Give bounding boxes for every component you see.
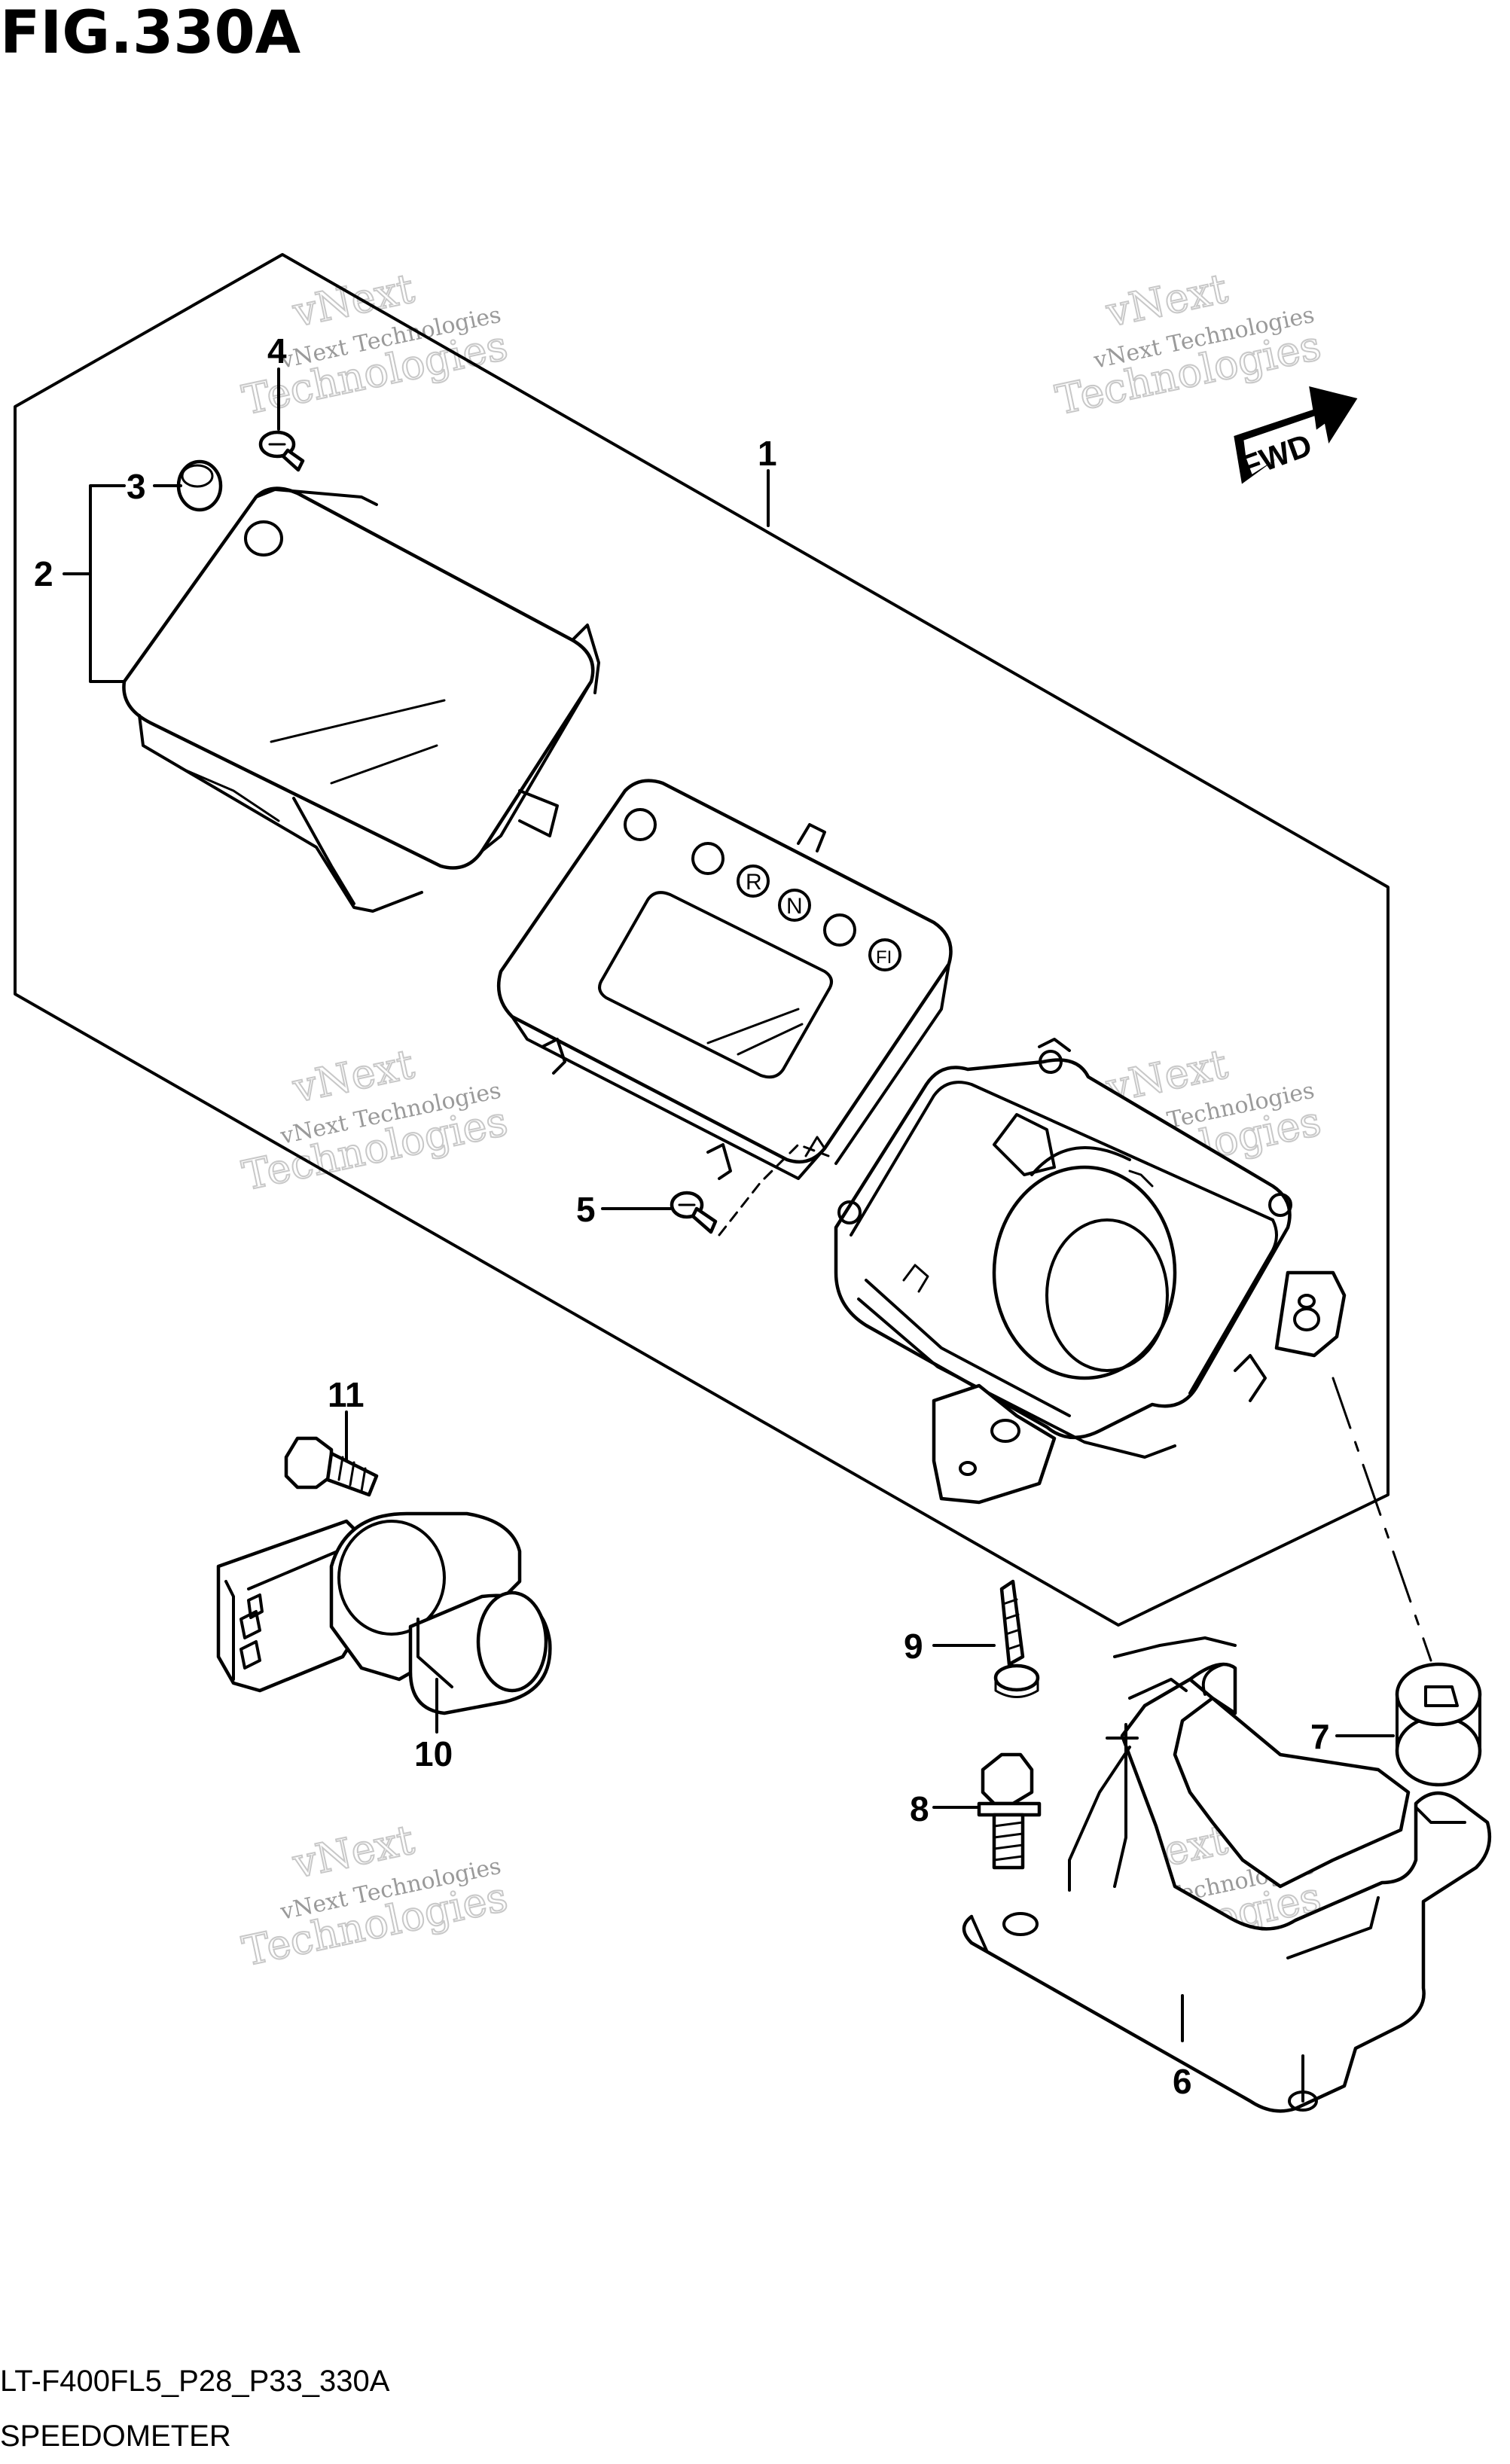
part-6-bracket bbox=[962, 1636, 1492, 2113]
callout-4: 4 bbox=[267, 331, 287, 371]
callout-8: 8 bbox=[910, 1789, 929, 1828]
dashed-guide bbox=[1332, 1377, 1432, 1662]
callout-1: 1 bbox=[758, 434, 777, 473]
fwd-arrow-icon: FWD bbox=[1234, 386, 1358, 484]
part-7-grommet bbox=[1395, 1662, 1482, 1787]
part-2-meter-cover bbox=[122, 486, 600, 913]
neutral-indicator-icon bbox=[778, 889, 811, 922]
part-9-tapping-screw bbox=[993, 1579, 1040, 1698]
part-5-screw bbox=[670, 1191, 718, 1234]
reverse-indicator-icon bbox=[737, 865, 770, 898]
part-4-screw bbox=[258, 430, 305, 472]
callout-2: 2 bbox=[34, 554, 53, 593]
callout-5: 5 bbox=[576, 1190, 596, 1229]
figure-title: FIG.330A bbox=[0, 0, 300, 67]
fi-symbol: FI bbox=[876, 947, 892, 968]
headlight-indicator-icon bbox=[691, 842, 724, 875]
temperature-indicator-icon bbox=[823, 913, 856, 947]
figure-code: LT-F400FL5_P28_P33_330A bbox=[0, 2365, 390, 2398]
assembly-frame bbox=[14, 253, 1390, 1627]
figure-name: SPEEDOMETER bbox=[0, 2420, 231, 2453]
callout-11: 11 bbox=[328, 1375, 365, 1414]
indicator-icon bbox=[624, 808, 657, 841]
reverse-symbol: R bbox=[746, 870, 762, 895]
part-1-meter-display-unit: R N FI bbox=[496, 779, 953, 1180]
part-11-bolt bbox=[284, 1436, 379, 1497]
neutral-symbol: N bbox=[786, 894, 803, 919]
callout-labels: 1 2 3 4 5 6 7 8 9 10 11 bbox=[34, 331, 1330, 2101]
part-1-meter-housing bbox=[834, 1038, 1347, 1505]
leader-lines bbox=[153, 367, 1395, 2042]
part-10-speed-sensor bbox=[216, 1511, 552, 1715]
callout-9: 9 bbox=[904, 1627, 923, 1666]
callout-10: 10 bbox=[414, 1734, 453, 1773]
callout-7: 7 bbox=[1310, 1717, 1330, 1756]
part-8-bolt bbox=[977, 1752, 1042, 1870]
dashed-guide bbox=[718, 1143, 830, 1237]
callout-3: 3 bbox=[127, 467, 146, 506]
fi-indicator-icon bbox=[868, 938, 901, 971]
leader-line bbox=[89, 484, 126, 683]
callout-6: 6 bbox=[1173, 2062, 1192, 2101]
part-3-cap bbox=[176, 459, 223, 512]
